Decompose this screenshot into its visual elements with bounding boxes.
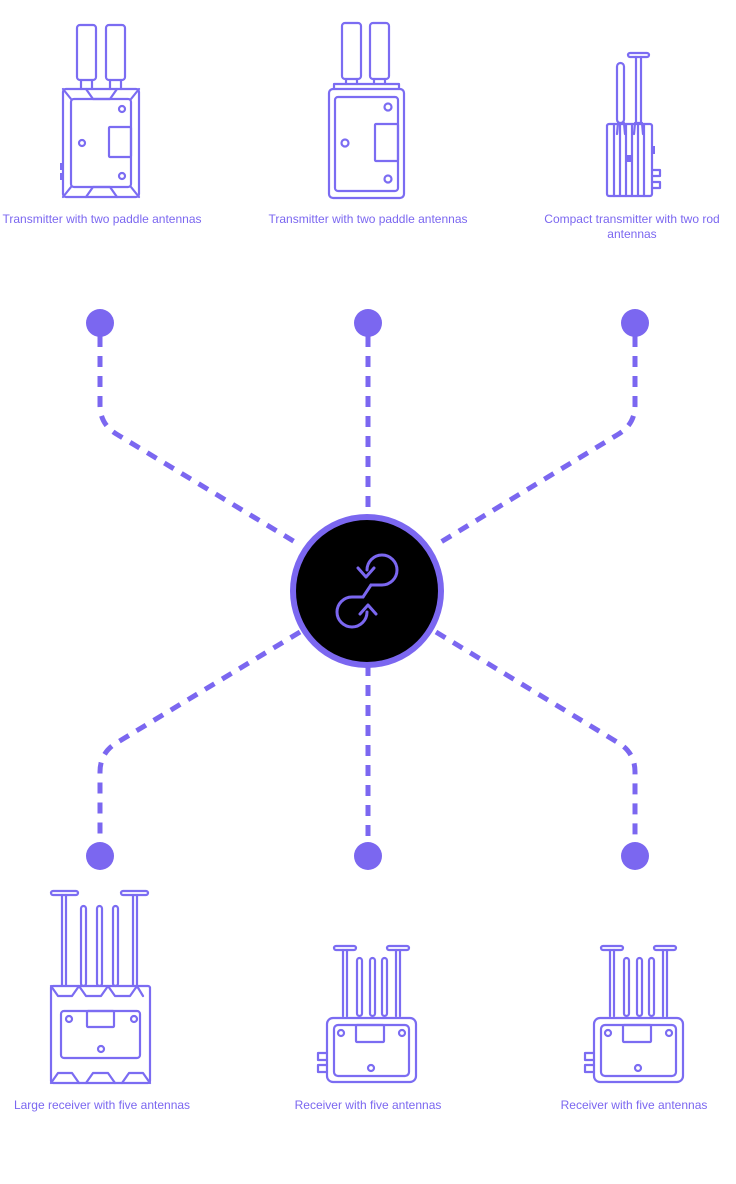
central-hub[interactable] [290,514,444,668]
connection-line-top-left [97,336,302,548]
loop-sync-icon [335,553,399,629]
device-tx-dual-antenna[interactable] [327,21,406,200]
node-bottom-center[interactable] [354,842,382,870]
node-top-right[interactable] [621,309,649,337]
device-rx-five-antenna-large[interactable] [49,889,152,1085]
device-caption-tx-dual-antenna-hex: Transmitter with two paddle antennas [2,212,202,226]
connection-line-top-right [434,336,638,548]
device-rx-five-antenna[interactable] [316,944,418,1084]
node-top-center[interactable] [354,309,382,337]
device-tx-compact[interactable] [605,51,662,198]
node-bottom-right[interactable] [621,842,649,870]
device-caption-tx-dual-antenna: Transmitter with two paddle antennas [268,212,468,226]
device-caption-rx-five-antenna-2: Receiver with five antennas [560,1098,708,1112]
connection-line-bottom-right [434,629,638,843]
connection-line-bottom-left [97,629,302,843]
node-top-left[interactable] [86,309,114,337]
device-caption-rx-five-antenna-large: Large receiver with five antennas [13,1098,191,1112]
node-bottom-left[interactable] [86,842,114,870]
device-caption-rx-five-antenna: Receiver with five antennas [294,1098,442,1112]
device-rx-five-antenna-2[interactable] [583,944,685,1084]
endpoint-nodes [86,309,649,870]
device-tx-dual-antenna-hex[interactable] [60,23,141,199]
connections [97,336,638,843]
device-caption-tx-compact: Compact transmitter with two rod antenna… [544,212,720,241]
